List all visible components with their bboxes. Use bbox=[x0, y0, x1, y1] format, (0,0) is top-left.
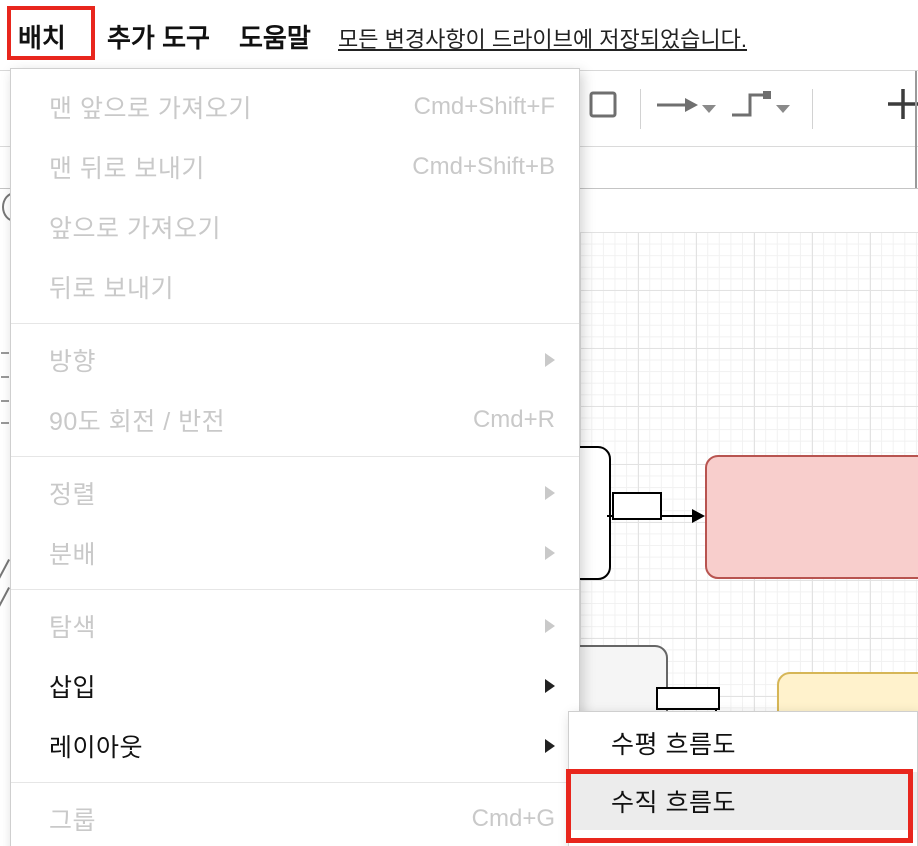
menu-item-rotate[interactable]: 90도 회전 / 반전 Cmd+R bbox=[11, 390, 579, 450]
layout-submenu: 수평 흐름도 수직 흐름도 bbox=[568, 711, 918, 846]
menu-help[interactable]: 도움말 bbox=[239, 23, 311, 53]
menu-arrange[interactable]: 배치 bbox=[18, 23, 66, 53]
submenu-item-vertical-flow[interactable]: 수직 흐름도 bbox=[569, 772, 917, 830]
menu-item-shortcut: Cmd+G bbox=[471, 805, 555, 832]
menu-item-align[interactable]: 정렬 bbox=[11, 463, 579, 523]
submenu-arrow-icon bbox=[545, 546, 555, 560]
menu-item-label: 맨 뒤로 보내기 bbox=[49, 155, 205, 183]
menu-item-label: 그룹 bbox=[49, 807, 97, 835]
menu-separator bbox=[11, 323, 579, 324]
panel-divider bbox=[915, 71, 917, 188]
sidebar-shape-fragment bbox=[1, 400, 9, 402]
submenu-item-label: 수직 흐름도 bbox=[611, 789, 736, 817]
annotation-box-arrange bbox=[7, 6, 95, 60]
menu-separator bbox=[11, 589, 579, 590]
menu-item-shortcut: Cmd+Shift+B bbox=[412, 153, 555, 180]
menu-extras[interactable]: 추가 도구 bbox=[107, 23, 210, 53]
edge-label-box[interactable] bbox=[612, 492, 662, 520]
menu-item-bring-forward[interactable]: 앞으로 가져오기 bbox=[11, 197, 579, 257]
chevron-down-icon[interactable] bbox=[776, 105, 790, 113]
menu-item-label: 정렬 bbox=[49, 481, 97, 509]
menu-item-bring-to-front[interactable]: 맨 앞으로 가져오기 Cmd+Shift+F bbox=[11, 77, 579, 137]
menu-item-label: 삽입 bbox=[49, 674, 97, 702]
arrow-style-icon[interactable] bbox=[655, 87, 699, 123]
save-status-link[interactable]: 모든 변경사항이 드라이브에 저장되었습니다. bbox=[338, 27, 748, 52]
sidebar-shape-fragment bbox=[1, 422, 9, 424]
submenu-arrow-icon bbox=[545, 739, 555, 753]
menu-item-group[interactable]: 그룹 Cmd+G bbox=[11, 789, 579, 846]
submenu-arrow-icon bbox=[545, 619, 555, 633]
menu-item-send-backward[interactable]: 뒤로 보내기 bbox=[11, 257, 579, 317]
submenu-arrow-icon bbox=[545, 486, 555, 500]
menu-item-label: 90도 회전 / 반전 bbox=[49, 408, 226, 436]
menu-item-label: 탐색 bbox=[49, 614, 97, 642]
submenu-item-label: 수평 흐름도 bbox=[611, 731, 736, 759]
submenu-arrow-icon bbox=[545, 353, 555, 367]
toolbar-separator bbox=[640, 89, 641, 129]
sidebar-shape-fragment bbox=[0, 587, 10, 611]
edge-label-box[interactable] bbox=[656, 687, 720, 710]
toolbar-separator bbox=[812, 89, 813, 129]
flowchart-red-box[interactable] bbox=[705, 455, 918, 579]
submenu-arrow-icon bbox=[545, 679, 555, 693]
shadow-icon[interactable] bbox=[586, 87, 620, 123]
menu-separator bbox=[11, 456, 579, 457]
menu-item-label: 방향 bbox=[49, 348, 97, 376]
menu-item-distribute[interactable]: 분배 bbox=[11, 523, 579, 583]
menu-item-shortcut: Cmd+Shift+F bbox=[413, 93, 555, 120]
connector-style-icon[interactable] bbox=[730, 87, 772, 123]
menu-bar: 배치 추가 도구 도움말 모든 변경사항이 드라이브에 저장되었습니다. bbox=[0, 0, 918, 71]
sidebar-shape-fragment bbox=[1, 352, 9, 354]
menu-item-label: 뒤로 보내기 bbox=[49, 275, 174, 303]
menu-item-insert[interactable]: 삽입 bbox=[11, 656, 579, 716]
sidebar-shape-fragment bbox=[1, 376, 9, 378]
menu-item-send-to-back[interactable]: 맨 뒤로 보내기 Cmd+Shift+B bbox=[11, 137, 579, 197]
menu-item-direction[interactable]: 방향 bbox=[11, 330, 579, 390]
menu-item-label: 레이아웃 bbox=[49, 734, 144, 762]
menu-item-label: 앞으로 가져오기 bbox=[49, 215, 221, 243]
menu-item-layout[interactable]: 레이아웃 bbox=[11, 716, 579, 776]
menu-item-label: 분배 bbox=[49, 541, 97, 569]
insert-plus-icon[interactable] bbox=[886, 85, 918, 125]
chevron-down-icon[interactable] bbox=[702, 105, 716, 113]
menu-item-navigation[interactable]: 탐색 bbox=[11, 596, 579, 656]
edge-arrowhead-icon bbox=[692, 509, 705, 523]
arrange-menu-dropdown: 맨 앞으로 가져오기 Cmd+Shift+F 맨 뒤로 보내기 Cmd+Shif… bbox=[10, 68, 580, 846]
menu-item-shortcut: Cmd+R bbox=[472, 406, 555, 433]
submenu-item-horizontal-flow[interactable]: 수평 흐름도 bbox=[569, 714, 917, 772]
sidebar-shape-fragment bbox=[0, 559, 10, 583]
annotation-box-vertical-flow bbox=[566, 769, 913, 843]
menu-separator bbox=[11, 782, 579, 783]
menu-item-label: 맨 앞으로 가져오기 bbox=[49, 95, 252, 123]
